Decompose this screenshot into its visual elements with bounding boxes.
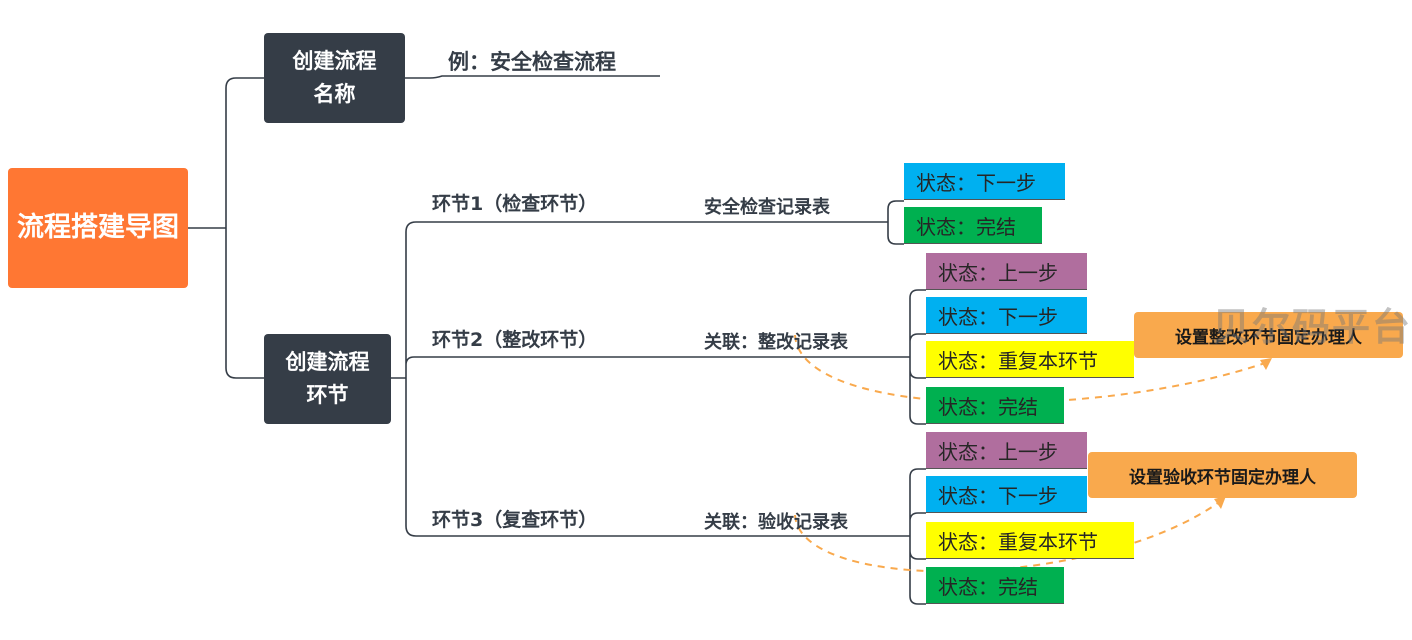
step3-title: 环节3（复查环节）: [432, 509, 598, 531]
step3-callout[interactable]: 设置验收环节固定办理人: [1088, 452, 1357, 498]
name-node[interactable]: 创建流程名称: [264, 33, 405, 123]
steps-connector: [390, 221, 910, 537]
watermark: 贝尔码平台: [1212, 305, 1412, 349]
step3-callout-arrow: [794, 499, 1223, 573]
step3-status-next[interactable]: 状态：下一步: [926, 476, 1087, 513]
step2-title: 环节2（整改环节）: [432, 329, 598, 351]
root-node[interactable]: 流程搭建导图: [8, 168, 188, 288]
step3-status-prev[interactable]: 状态：上一步: [926, 432, 1087, 469]
example-label: 例：安全检查流程: [448, 50, 616, 74]
step2-branch: [909, 289, 926, 425]
step2-status-next[interactable]: 状态：下一步: [926, 297, 1087, 334]
step2-callout[interactable]: 设置整改环节固定办理人: [1134, 312, 1403, 358]
example-connector: [405, 75, 660, 79]
step3-form: 关联：验收记录表: [704, 512, 848, 533]
step1-form: 安全检查记录表: [704, 197, 830, 218]
step1-status-next[interactable]: 状态：下一步: [904, 163, 1065, 200]
step2-status-prev[interactable]: 状态：上一步: [926, 253, 1087, 290]
root-connector: [188, 77, 264, 379]
step1-title: 环节1（检查环节）: [432, 193, 598, 215]
steps-node[interactable]: 创建流程环节: [264, 334, 391, 424]
step3-status-repeat[interactable]: 状态：重复本环节: [926, 522, 1134, 559]
step2-form: 关联：整改记录表: [704, 332, 848, 353]
step2-status-done[interactable]: 状态：完结: [926, 387, 1064, 424]
step3-status-done[interactable]: 状态：完结: [926, 567, 1064, 604]
step3-branch: [909, 468, 926, 605]
step2-status-repeat[interactable]: 状态：重复本环节: [926, 341, 1134, 378]
step1-status-done[interactable]: 状态：完结: [904, 207, 1042, 244]
step1-branch: [887, 200, 904, 245]
